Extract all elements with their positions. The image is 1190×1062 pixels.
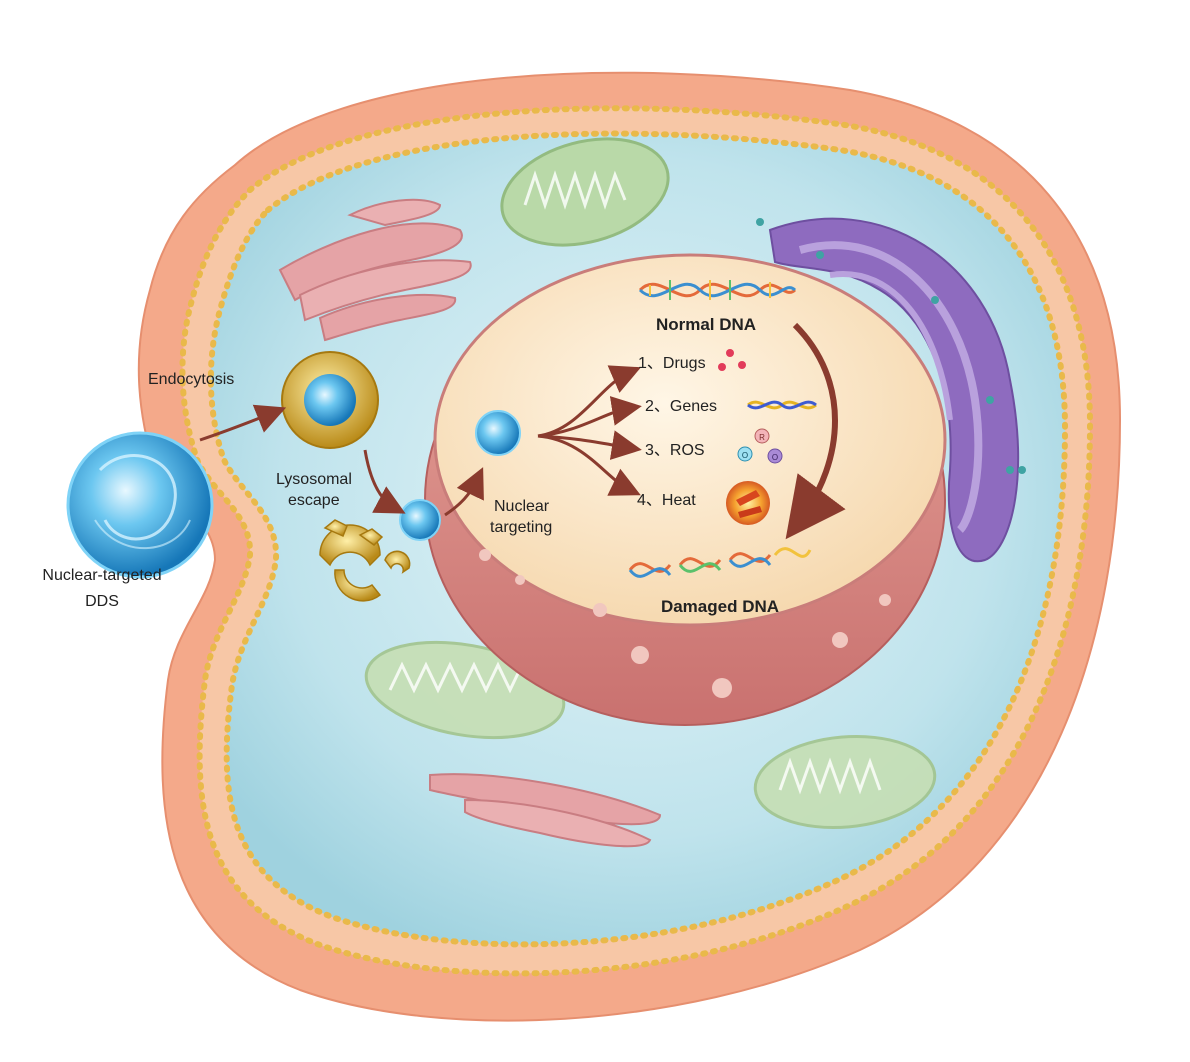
arrow-endocytosis (199, 404, 287, 442)
arrow-normal-to-damaged-dna (785, 322, 846, 540)
mechanism-genes: 2、Genes (645, 398, 718, 415)
mechanism-ros: 3、ROS (645, 442, 705, 459)
mechanism-heat: 4、Heat (637, 492, 696, 509)
label-dds-line2: DDS (85, 593, 119, 610)
label-nuclear-targeting-line2: targeting (490, 519, 553, 536)
mitochondrion-top (500, 137, 670, 247)
ros-icon: R O O (737, 428, 783, 464)
dds-nanoparticle-large (66, 431, 214, 579)
label-endocytosis: Endocytosis (148, 371, 235, 388)
mitochondrion-right (753, 734, 937, 830)
label-dds-line1: Nuclear-targeted (42, 567, 162, 584)
genes-icon (747, 400, 817, 410)
label-normal-dna: Normal DNA (655, 315, 757, 334)
endosome-gold (281, 351, 379, 449)
ros-o1-label: O (742, 451, 748, 460)
heat-icon (726, 481, 770, 525)
golgi-apparatus-bottom (429, 773, 662, 848)
label-lysosomal-escape-line2: escape (288, 492, 340, 509)
arrow-lysosomal-escape (363, 449, 406, 514)
normal-dna-helix (638, 280, 797, 300)
ros-o2-label: O (772, 453, 778, 462)
arrow-to-heat (537, 434, 641, 496)
label-damaged-dna: Damaged DNA (660, 597, 780, 616)
drugs-icon (718, 349, 746, 371)
arrow-to-drugs (537, 365, 642, 438)
label-nuclear-targeting-line1: Nuclear (494, 498, 550, 515)
dds-in-nucleus (475, 410, 521, 456)
endoplasmic-reticulum (756, 217, 1026, 563)
arrow-to-genes (537, 396, 642, 438)
damaged-dna-fragments (628, 547, 812, 578)
label-lysosomal-escape-line1: Lysosomal (276, 471, 352, 488)
arrow-nuclear-targeting (444, 467, 484, 517)
golgi-apparatus-top (278, 198, 472, 342)
dds-escaped (399, 499, 441, 541)
mechanism-drugs: 1、Drugs (638, 355, 706, 372)
ros-r-label: R (759, 433, 765, 442)
lysosome-fragments (319, 519, 411, 602)
